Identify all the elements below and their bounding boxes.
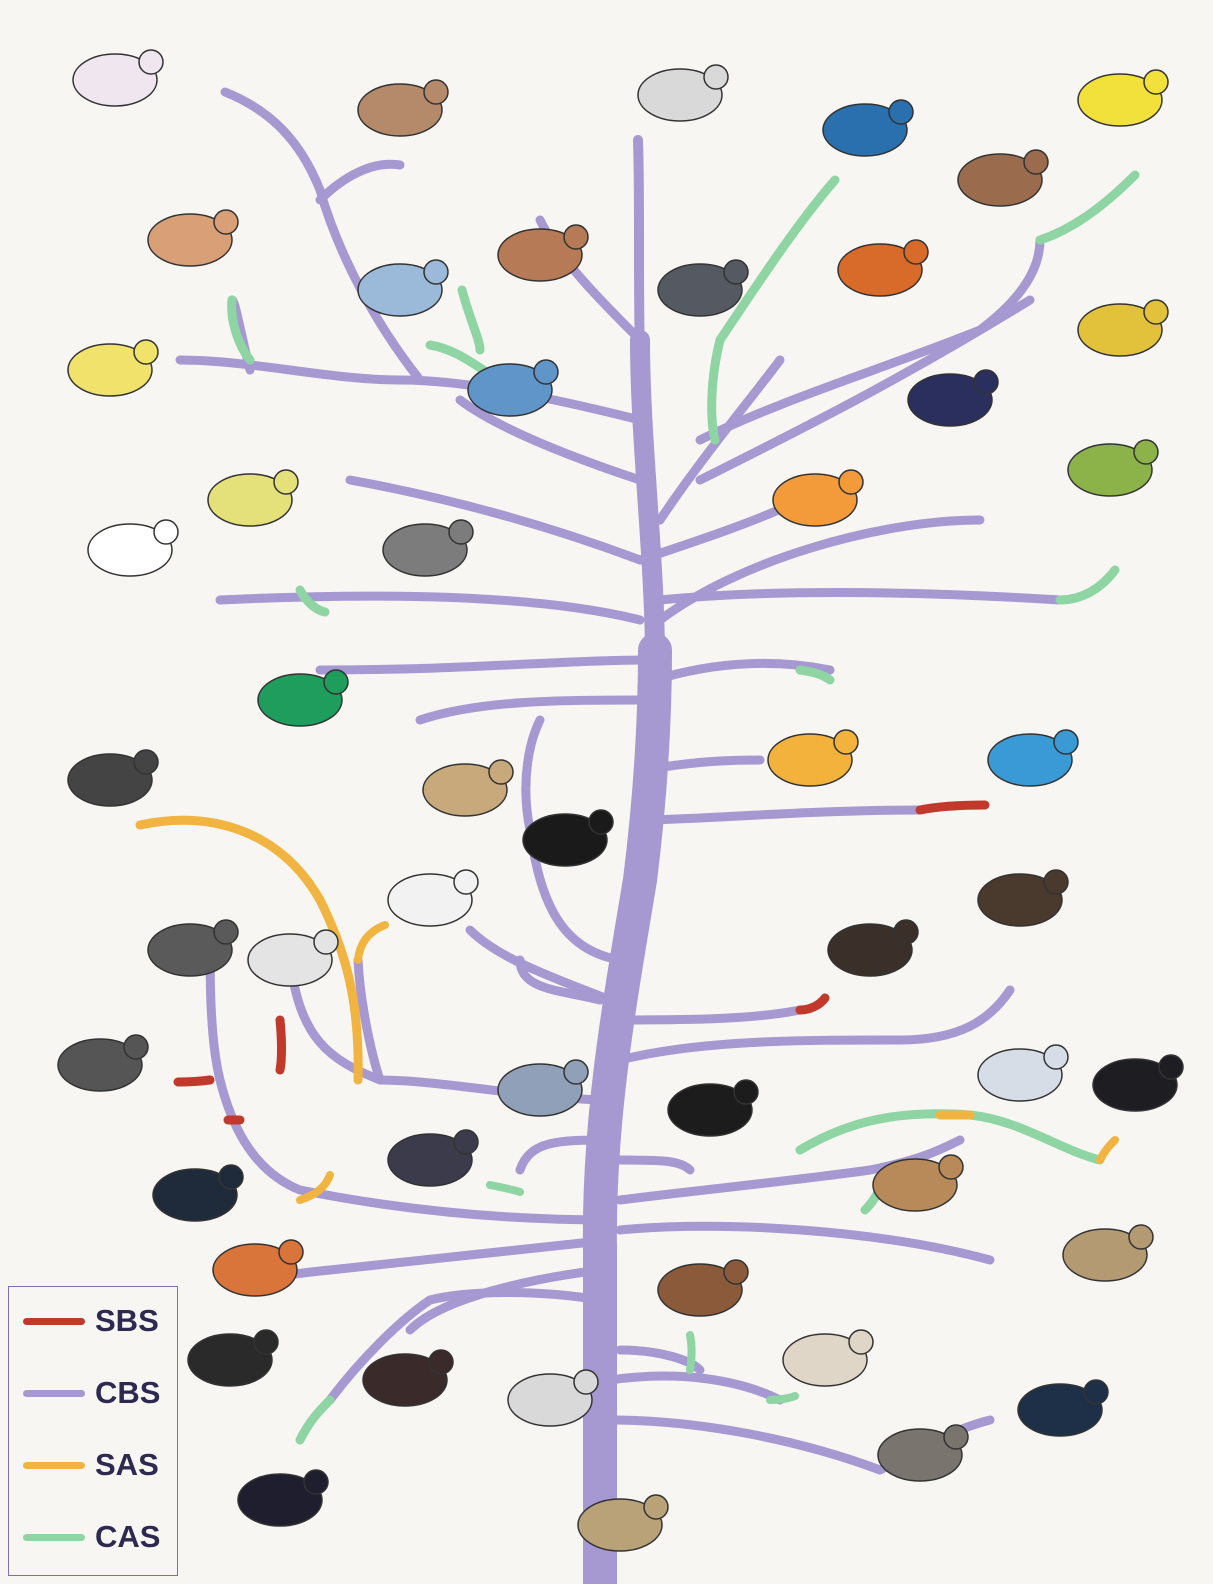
legend-label-sas: SAS	[95, 1447, 159, 1483]
crane-head-icon	[1044, 1045, 1068, 1069]
tinamou-head-icon	[304, 1470, 328, 1494]
vulture-head-icon	[124, 1035, 148, 1059]
pigeon-head-icon	[944, 1425, 968, 1449]
tree-branch	[640, 810, 920, 820]
branch-cas	[1040, 175, 1135, 240]
cuckooshrike-head-icon	[974, 370, 998, 394]
red-whiskered-bulbul-head-icon	[424, 80, 448, 104]
tree-branch	[610, 1010, 800, 1020]
legend-item-cas: CAS	[23, 1517, 160, 1557]
legend-label-sbs: SBS	[95, 1303, 159, 1339]
legend-swatch-sas	[23, 1462, 85, 1469]
branch-cas	[462, 290, 480, 350]
tree-trunk	[600, 650, 655, 1584]
goldfinch-head-icon	[1144, 70, 1168, 94]
tree-branch	[220, 596, 640, 620]
legend-label-cbs: CBS	[95, 1375, 160, 1411]
house-sparrow-head-icon	[1024, 150, 1048, 174]
anhinga-head-icon	[589, 810, 613, 834]
sandpiper-head-icon	[279, 1240, 303, 1264]
tree-branch	[320, 660, 650, 670]
fruitdove-green-head-icon	[324, 670, 348, 694]
legend-swatch-cas	[23, 1534, 85, 1541]
owl-head-icon	[834, 730, 858, 754]
swift-head-icon	[724, 1260, 748, 1284]
cotinga-head-icon	[154, 520, 178, 544]
parakeet-head-icon	[134, 750, 158, 774]
shrike-head-icon	[214, 210, 238, 234]
branch-sbs	[920, 805, 985, 810]
weaver-head-icon	[1144, 300, 1168, 324]
grebe-head-icon	[644, 1495, 668, 1519]
branch-cas	[1060, 570, 1115, 600]
kingfisher-head-icon	[214, 920, 238, 944]
cassowary-head-icon	[429, 1350, 453, 1374]
legend-label-cas: CAS	[95, 1519, 160, 1555]
indigo-bunting-head-icon	[889, 100, 913, 124]
tree-branch	[620, 1226, 990, 1260]
long-tailed-tit-head-icon	[139, 50, 163, 74]
kingbird-head-icon	[274, 470, 298, 494]
tree-branch	[610, 1376, 780, 1400]
eagle-head-icon	[894, 920, 918, 944]
branch-sbs	[280, 1020, 282, 1070]
branch-sas	[358, 925, 385, 960]
tree-branch	[620, 990, 1010, 1060]
branch-cas	[690, 1335, 692, 1370]
grouse-head-icon	[849, 1330, 873, 1354]
branch-sbs	[178, 1080, 210, 1082]
sandgrouse-head-icon	[254, 1330, 278, 1354]
sunbird-head-icon	[904, 240, 928, 264]
tree-branch	[620, 1160, 690, 1170]
albatross-head-icon	[454, 870, 478, 894]
gull-head-icon	[1159, 1055, 1183, 1079]
storm-petrel-head-icon	[564, 1060, 588, 1084]
tree-branch	[320, 164, 400, 200]
branch-sbs	[800, 998, 825, 1010]
shearwater-head-icon	[314, 930, 338, 954]
rail-head-icon	[734, 1080, 758, 1104]
legend-swatch-sbs	[23, 1318, 85, 1325]
branch-cas	[300, 1400, 330, 1440]
woodpecker-head-icon	[1054, 730, 1078, 754]
branch-cas	[770, 1396, 795, 1400]
nuthatch-head-icon	[534, 360, 558, 384]
blue-tit-head-icon	[134, 340, 158, 364]
vireo-head-icon	[1134, 440, 1158, 464]
tree-branch	[660, 360, 780, 520]
legend: SBS CBS SAS CAS	[8, 1286, 178, 1576]
puffin-head-icon	[454, 1130, 478, 1154]
branch-cas	[490, 1185, 520, 1192]
mockingbird-head-icon	[704, 65, 728, 89]
branch-cas	[712, 180, 835, 440]
hummingbird-head-icon	[1129, 1225, 1153, 1249]
pelican-head-icon	[1044, 870, 1068, 894]
fairywren-head-icon	[489, 760, 513, 784]
tree-trunk	[640, 340, 655, 660]
tanager-head-icon	[839, 470, 863, 494]
dipper-head-icon	[724, 260, 748, 284]
antshrike-head-icon	[449, 520, 473, 544]
branch-sas	[1100, 1140, 1115, 1160]
legend-item-cbs: CBS	[23, 1373, 160, 1413]
crocodile-head-icon	[574, 1370, 598, 1394]
tree-branch	[660, 593, 1060, 601]
wren-head-icon	[564, 225, 588, 249]
legend-item-sas: SAS	[23, 1445, 159, 1485]
legend-swatch-cbs	[23, 1390, 85, 1397]
gnatcatcher-head-icon	[424, 260, 448, 284]
tree-trunk	[638, 140, 640, 360]
mallard-head-icon	[1084, 1380, 1108, 1404]
loon-head-icon	[939, 1155, 963, 1179]
branch-cas	[970, 1115, 1100, 1160]
legend-item-sbs: SBS	[23, 1301, 159, 1341]
oystercatcher-head-icon	[219, 1165, 243, 1189]
